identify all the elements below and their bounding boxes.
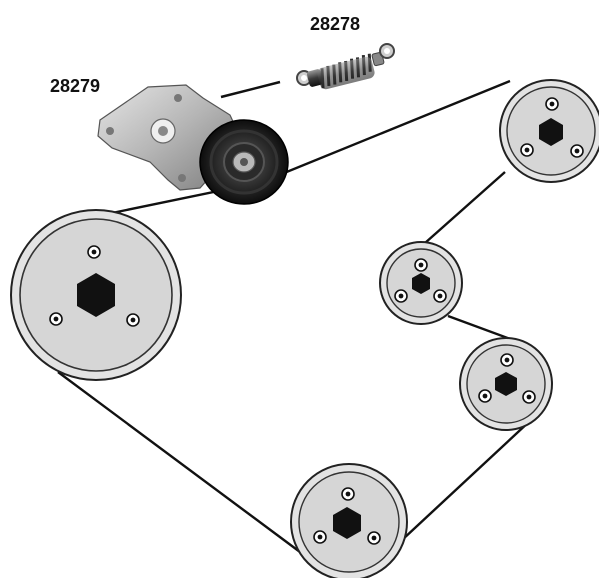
crankshaft-hub-hex bbox=[77, 273, 115, 317]
belt-segment-idler-to-mid-right bbox=[447, 314, 514, 342]
tensioner-part-number-label: 28279 bbox=[50, 76, 100, 96]
pulley-mid-right-hub-hex bbox=[495, 372, 517, 396]
belt-segment-top-right-to-idler bbox=[424, 171, 506, 244]
pulley-top-right bbox=[499, 79, 599, 183]
spring-leader-line bbox=[220, 80, 281, 99]
pulley-bottom bbox=[290, 463, 408, 578]
idler-pulley bbox=[379, 241, 463, 325]
belt-segment-crank-to-bottom bbox=[57, 371, 301, 553]
spring-part-number-label: 28278 bbox=[310, 14, 360, 34]
pulley-mid-right bbox=[459, 337, 553, 431]
spring-icon bbox=[296, 43, 395, 90]
tensioner-mount-hole bbox=[106, 127, 114, 135]
pulley-top-right-hub-hex bbox=[539, 118, 563, 146]
crankshaft-pulley bbox=[10, 209, 182, 381]
pulley-bottom-hub-hex bbox=[333, 507, 361, 539]
belt-tensioner-icon bbox=[97, 84, 289, 205]
belt-segment-mid-right-to-bottom bbox=[401, 419, 532, 541]
idler-hub-hex bbox=[412, 273, 430, 294]
belt-segment-tensioner-to-top-right bbox=[261, 79, 511, 184]
